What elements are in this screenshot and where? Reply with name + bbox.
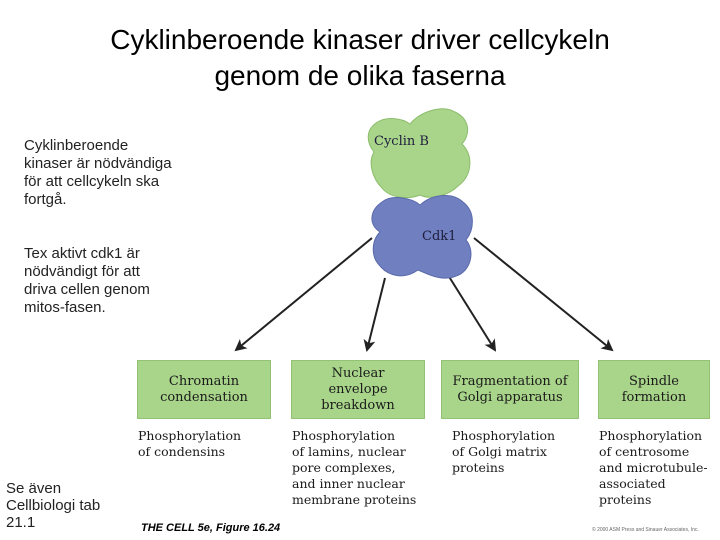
title-line-2: genom de olika faserna bbox=[214, 60, 506, 91]
nuclear-description: Phosphorylation of lamins, nuclear pore … bbox=[292, 428, 417, 507]
cyclin-b-shape bbox=[367, 108, 471, 199]
figure-credit: THE CELL 5e, Figure 16.24 bbox=[141, 522, 281, 534]
golgi-description: Phosphorylation of Golgi matrix proteins bbox=[452, 428, 556, 475]
arrow-to-chromatin bbox=[234, 237, 373, 352]
arrow-to-nuclear bbox=[363, 277, 386, 352]
side-paragraph-2: Tex aktivt cdk1 är nödvändigt för att dr… bbox=[24, 245, 150, 316]
arrow-to-golgi bbox=[447, 274, 497, 352]
spindle-formation-box: Spindle formation bbox=[598, 360, 710, 419]
chromatin-description: Phosphorylation of condensins bbox=[138, 428, 242, 459]
box-label: Fragmentation of Golgi apparatus bbox=[452, 373, 568, 405]
nuclear-envelope-breakdown-box: Nuclear envelope breakdown bbox=[291, 360, 425, 419]
chromatin-condensation-box: Chromatin condensation bbox=[137, 360, 271, 419]
cdk1-shape bbox=[371, 195, 473, 279]
side-paragraph-1: Cyklinberoende kinaser är nödvändiga för… bbox=[24, 137, 172, 208]
golgi-fragmentation-box: Fragmentation of Golgi apparatus bbox=[441, 360, 579, 419]
box-label: Nuclear envelope breakdown bbox=[321, 365, 395, 413]
slide-title: Cyklinberoende kinaser driver cellcykeln… bbox=[0, 22, 720, 94]
copyright-notice: © 2000 ASM Press and Sinauer Associates,… bbox=[592, 527, 699, 533]
reference-note: Se även Cellbiologi tab 21.1 bbox=[6, 480, 101, 531]
title-line-1: Cyklinberoende kinaser driver cellcykeln bbox=[110, 24, 610, 55]
box-label: Spindle formation bbox=[621, 373, 687, 405]
arrow-to-spindle bbox=[473, 237, 614, 352]
box-label: Chromatin condensation bbox=[160, 373, 248, 405]
cyclin-b-label: Cyclin B bbox=[374, 134, 429, 149]
spindle-description: Phosphorylation of centrosome and microt… bbox=[599, 428, 708, 507]
cdk1-label: Cdk1 bbox=[422, 229, 456, 244]
